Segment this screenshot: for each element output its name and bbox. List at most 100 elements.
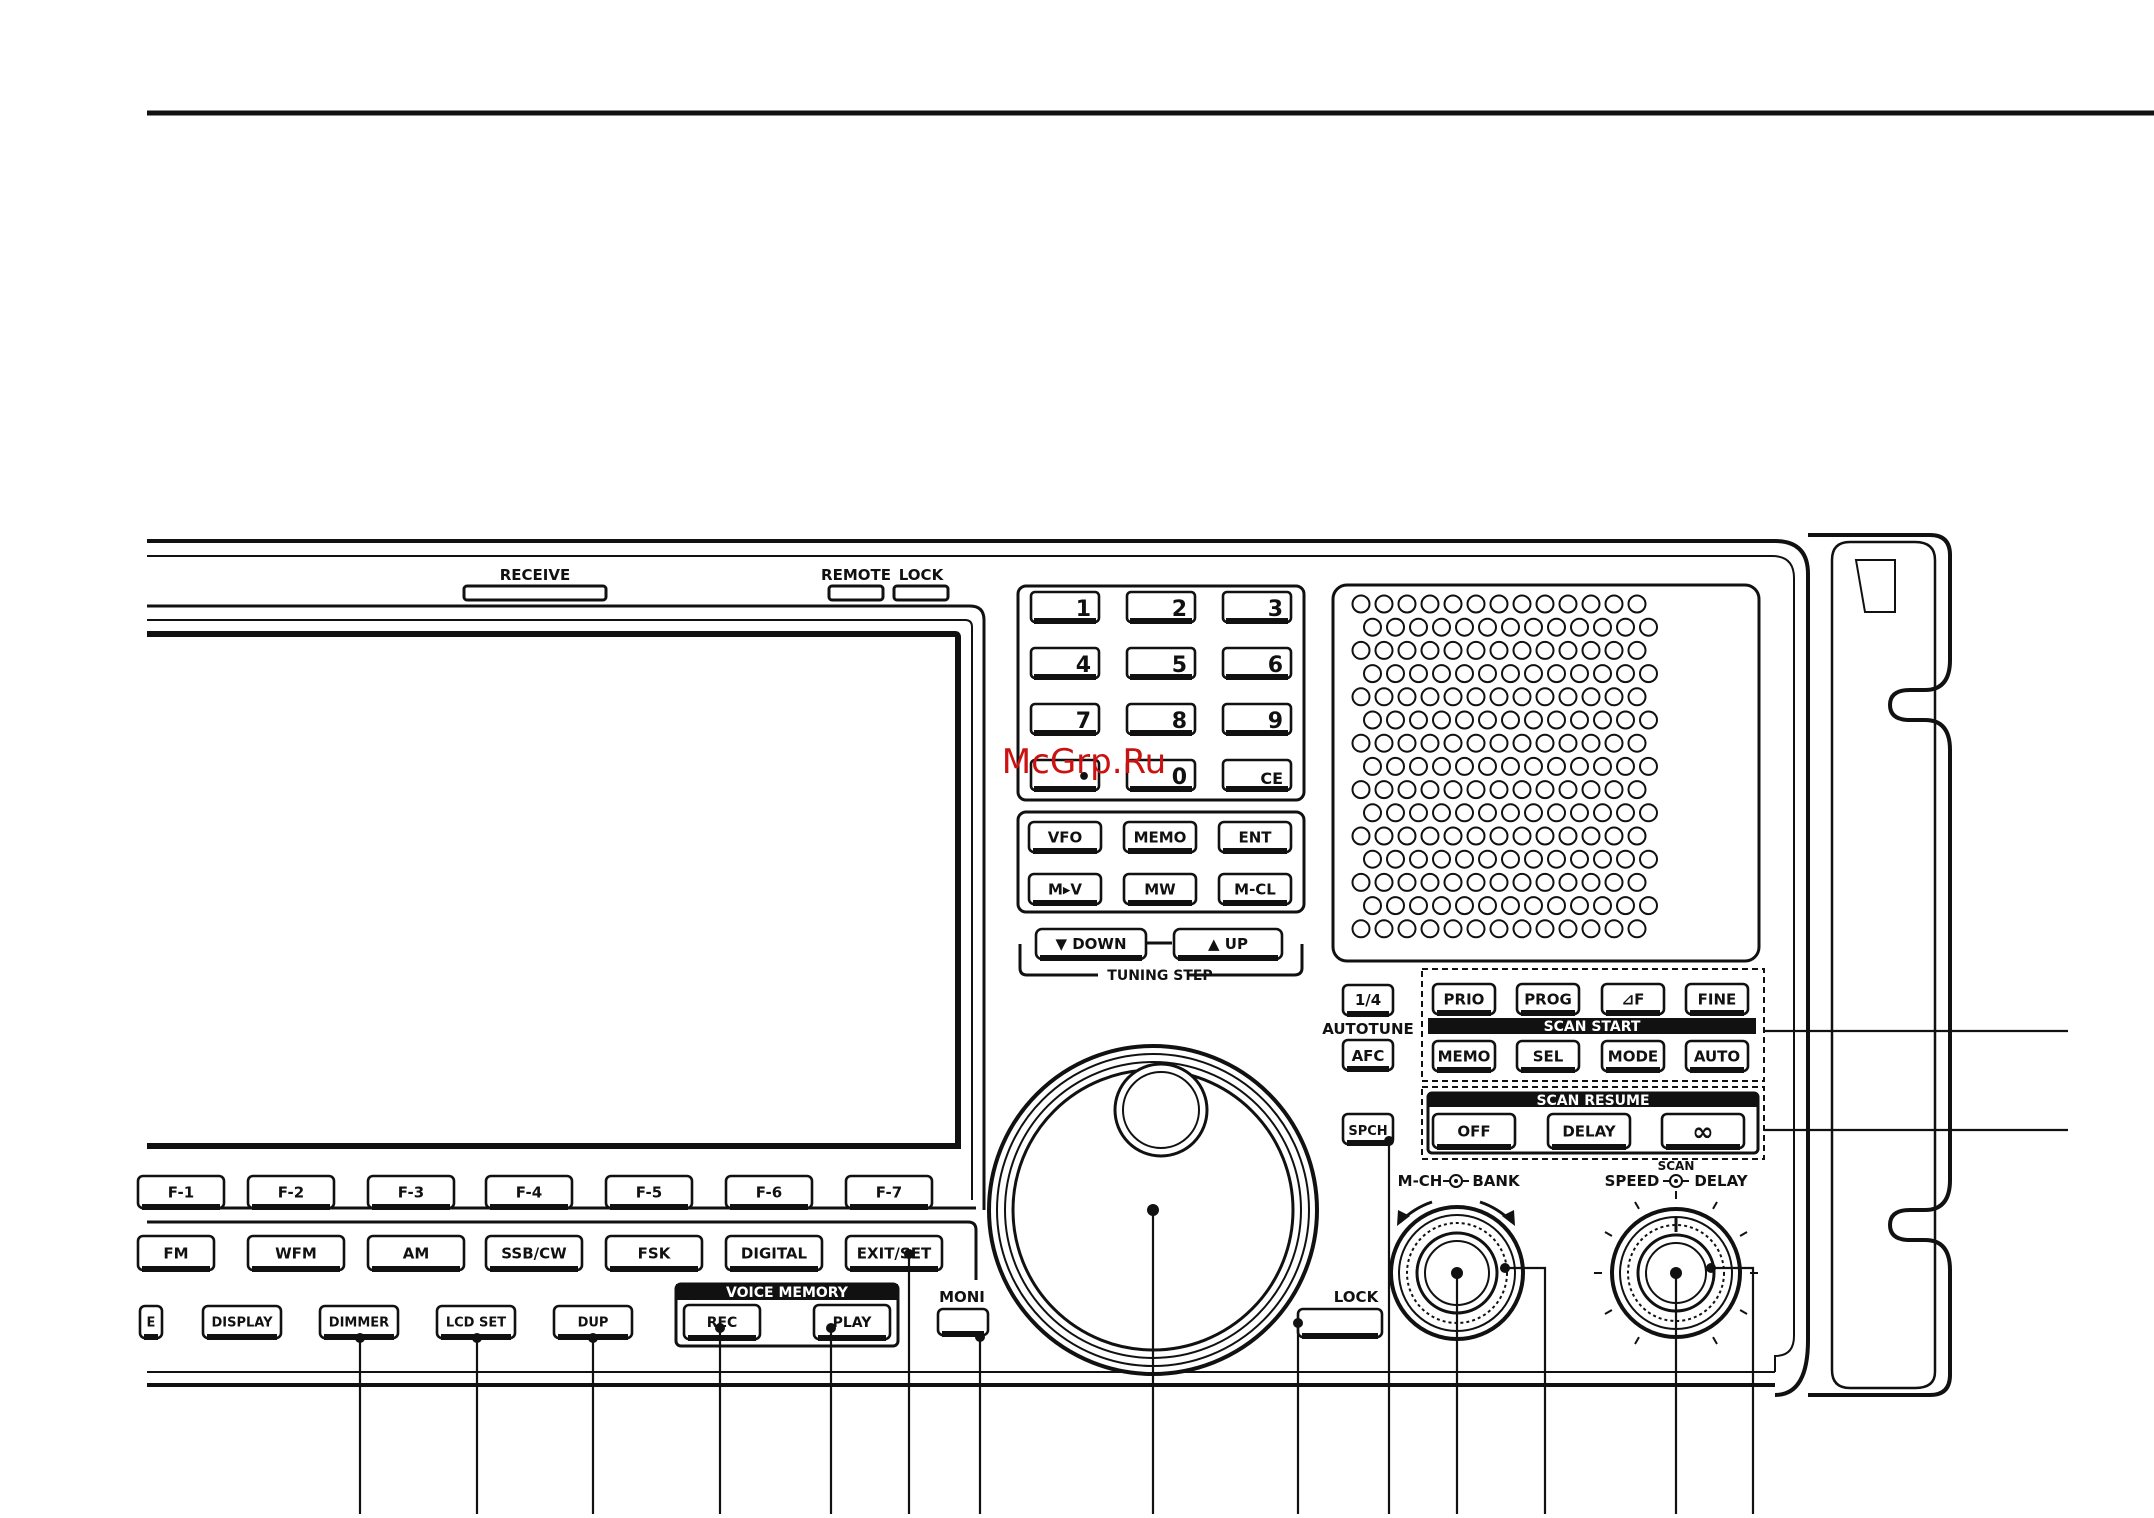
autotune-label: AUTOTUNE: [1322, 1020, 1414, 1038]
function-key-6[interactable]: F-6: [724, 1174, 814, 1210]
up-button[interactable]: ▲ UP: [1172, 927, 1284, 961]
mode-key-4[interactable]: FSK: [604, 1234, 704, 1272]
keypad-key-8[interactable]: 9: [1221, 702, 1293, 736]
down-button[interactable]: ▼ DOWN: [1034, 927, 1148, 961]
dial-lock-button[interactable]: [1296, 1307, 1384, 1339]
spch-label: SPCH: [1348, 1124, 1387, 1139]
memory-key-1[interactable]: MEMO: [1122, 820, 1198, 854]
keypad-key-0[interactable]: 1: [1029, 590, 1101, 624]
function-key-2[interactable]: F-2: [246, 1174, 336, 1210]
keypad-key-9[interactable]: •: [1029, 758, 1101, 792]
keypad-key-2[interactable]: 3: [1221, 590, 1293, 624]
scan-start-key-sel-label: SEL: [1533, 1047, 1564, 1065]
voice-memory-title-bar: [676, 1284, 898, 1300]
keypad-key-label: 2: [1172, 597, 1187, 622]
memory-key-4[interactable]: MW: [1122, 872, 1198, 906]
memory-key-0[interactable]: VFO: [1027, 820, 1103, 854]
quarter-button[interactable]: 1/4: [1341, 983, 1395, 1017]
scan-resume-key-0[interactable]: OFF: [1431, 1112, 1517, 1150]
rec-label: REC: [707, 1315, 738, 1331]
keypad-key-label: 9: [1268, 709, 1283, 734]
scan-start-key-auto-label: AUTO: [1694, 1047, 1740, 1065]
rec-button[interactable]: REC: [682, 1303, 762, 1341]
scan-start-key-prog[interactable]: PROG: [1515, 982, 1581, 1016]
memory-key-2-label: ENT: [1238, 828, 1272, 846]
function-key-3-label: F-3: [398, 1183, 424, 1201]
keypad-key-5[interactable]: 6: [1221, 646, 1293, 680]
memory-key-2[interactable]: ENT: [1217, 820, 1293, 854]
keypad-key-label: CE: [1260, 769, 1283, 788]
speaker-holes: [1351, 594, 1658, 939]
afc-button[interactable]: AFC: [1341, 1038, 1395, 1072]
keypad-key-label: 8: [1172, 709, 1187, 734]
keypad-key-4[interactable]: 5: [1125, 646, 1197, 680]
bottom-key-0[interactable]: E: [138, 1304, 164, 1340]
memory-key-3[interactable]: M▸V: [1027, 872, 1103, 906]
speed-label: SPEED: [1605, 1172, 1660, 1190]
scan-start-key-prog-label: PROG: [1524, 990, 1572, 1008]
function-key-7-label: F-7: [876, 1183, 902, 1201]
bottom-key-1[interactable]: DISPLAY: [201, 1304, 283, 1340]
scan-start-key-memo[interactable]: MEMO: [1431, 1039, 1497, 1073]
scan-small-label: SCAN: [1658, 1159, 1695, 1173]
scan-start-key-mode[interactable]: MODE: [1600, 1039, 1666, 1073]
scan-start-key-f-label: ⊿F: [1622, 990, 1645, 1008]
function-key-3[interactable]: F-3: [366, 1174, 456, 1210]
scan-resume-key-2-label: ∞: [1692, 1117, 1714, 1147]
keypad-key-10[interactable]: 0: [1125, 758, 1197, 792]
memory-key-5-label: M-CL: [1234, 880, 1276, 898]
mode-key-4-label: FSK: [638, 1244, 672, 1262]
spch-button[interactable]: SPCH: [1341, 1112, 1395, 1146]
function-key-2-label: F-2: [278, 1183, 304, 1201]
memory-key-5[interactable]: M-CL: [1217, 872, 1293, 906]
function-key-7[interactable]: F-7: [844, 1174, 934, 1210]
keypad-key-label: 4: [1076, 653, 1091, 678]
play-button[interactable]: PLAY: [812, 1303, 892, 1341]
scan-start-key-prio-label: PRIO: [1444, 990, 1485, 1008]
keypad-key-label: 7: [1076, 709, 1091, 734]
function-key-4[interactable]: F-4: [484, 1174, 574, 1210]
scan-start-key-mode-label: MODE: [1608, 1047, 1658, 1065]
mode-key-3[interactable]: SSB/CW: [484, 1234, 584, 1272]
function-key-5-label: F-5: [636, 1183, 662, 1201]
keypad-key-6[interactable]: 7: [1029, 702, 1101, 736]
scan-resume-title-bar: [1428, 1093, 1758, 1107]
mode-key-row: FM WFM AM SSB/CW FSK DIGITAL EXIT/SET: [136, 1234, 944, 1272]
bottom-key-4-label: DUP: [578, 1316, 609, 1331]
keypad-key-3[interactable]: 4: [1029, 646, 1101, 680]
mode-key-5[interactable]: DIGITAL: [724, 1234, 824, 1272]
chassis-outline: [147, 539, 1810, 1397]
scan-resume-key-0-label: OFF: [1457, 1122, 1490, 1140]
mode-key-1[interactable]: WFM: [246, 1234, 346, 1272]
mode-key-0[interactable]: FM: [136, 1234, 216, 1272]
scan-resume-key-1[interactable]: DELAY: [1546, 1112, 1632, 1150]
function-key-1[interactable]: F-1: [136, 1174, 226, 1210]
mode-key-2[interactable]: AM: [366, 1234, 466, 1272]
mode-key-6[interactable]: EXIT/SET: [844, 1234, 944, 1272]
scan-start-key-prio[interactable]: PRIO: [1431, 982, 1497, 1016]
scan-start-key-auto[interactable]: AUTO: [1684, 1039, 1750, 1073]
voice-memory-title: VOICE MEMORY: [726, 1285, 849, 1301]
receive-led: [462, 584, 608, 602]
bottom-key-2[interactable]: DIMMER: [318, 1304, 400, 1340]
scan-resume-key-2[interactable]: ∞: [1660, 1112, 1746, 1150]
scan-start-key-fine[interactable]: FINE: [1684, 982, 1750, 1016]
keypad-key-1[interactable]: 2: [1125, 590, 1197, 624]
function-key-5[interactable]: F-5: [604, 1174, 694, 1210]
keypad-key-7[interactable]: 8: [1125, 702, 1197, 736]
keypad-key-label: 0: [1172, 765, 1187, 790]
scan-start-key-fine-label: FINE: [1698, 990, 1737, 1008]
keypad-key-11[interactable]: CE: [1221, 758, 1293, 792]
lock-led-label: LOCK: [899, 566, 945, 584]
keypad-key-label: 3: [1268, 597, 1283, 622]
afc-label: AFC: [1352, 1047, 1385, 1065]
mode-key-6-label: EXIT/SET: [857, 1244, 932, 1262]
scan-start-key-sel[interactable]: SEL: [1515, 1039, 1581, 1073]
receive-label: RECEIVE: [500, 566, 571, 584]
scan-start-key-f[interactable]: ⊿F: [1600, 982, 1666, 1016]
mode-row-frame: [147, 1220, 978, 1280]
moni-button[interactable]: [936, 1307, 990, 1337]
keypad-frame: [1016, 584, 1306, 802]
